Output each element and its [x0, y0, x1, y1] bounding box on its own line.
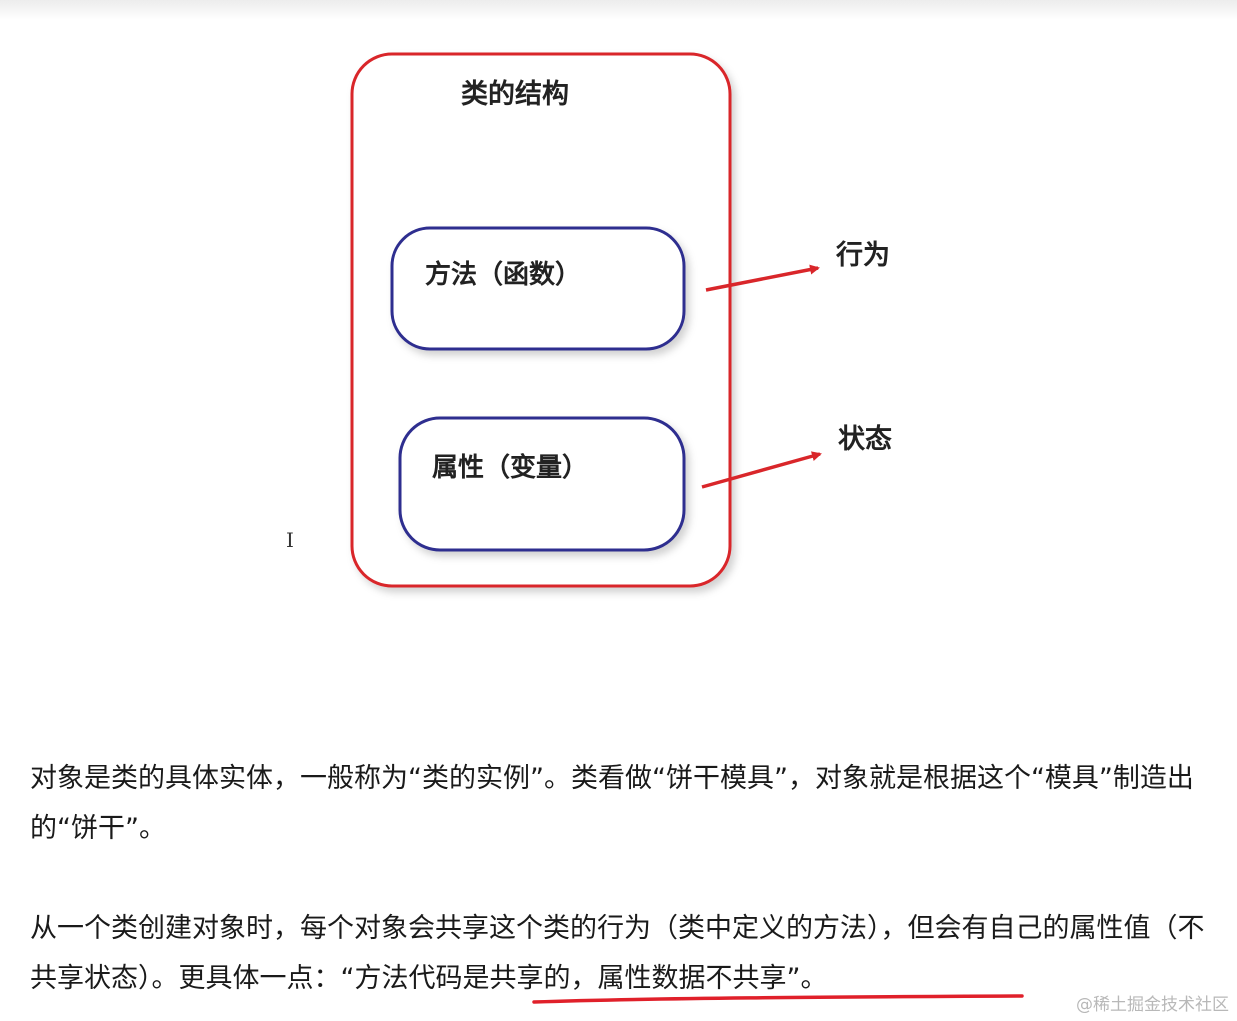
highlight-quote: “方法代码是共享的，属性数据不共享”	[340, 963, 801, 994]
method-box-label: 方法（函数）	[425, 259, 581, 290]
behavior-arrow	[705, 264, 820, 292]
paragraph-main-text: 从一个类创建对象时，每个对象会共享这个类的行为（类中定义的方法），但会有自己的属…	[30, 913, 1205, 994]
paragraph-sharing-explanation: 从一个类创建对象时，每个对象会共享这个类的行为（类中定义的方法），但会有自己的属…	[30, 904, 1210, 1004]
top-shade	[0, 0, 1237, 20]
attribute-box-label: 属性（变量）	[432, 452, 588, 483]
diagram-title: 类的结构	[461, 78, 569, 110]
paragraph-end-mark: 。	[800, 963, 828, 994]
state-arrow	[701, 451, 822, 489]
watermark: @稀土掘金技术社区	[1076, 995, 1229, 1015]
class-structure-diagram: 类的结构 方法（函数） 属性（变量） 行为 状态	[350, 52, 892, 588]
attribute-box	[398, 416, 686, 552]
text-cursor-icon: I	[286, 528, 294, 552]
method-box	[390, 226, 686, 351]
paragraph-object-definition: 对象是类的具体实体，一般称为“类的实例”。类看做“饼干模具”，对象就是根据这个“…	[30, 763, 1194, 844]
behavior-label: 行为	[835, 239, 890, 271]
red-hand-underline	[532, 994, 1024, 1004]
state-label: 状态	[838, 424, 892, 455]
